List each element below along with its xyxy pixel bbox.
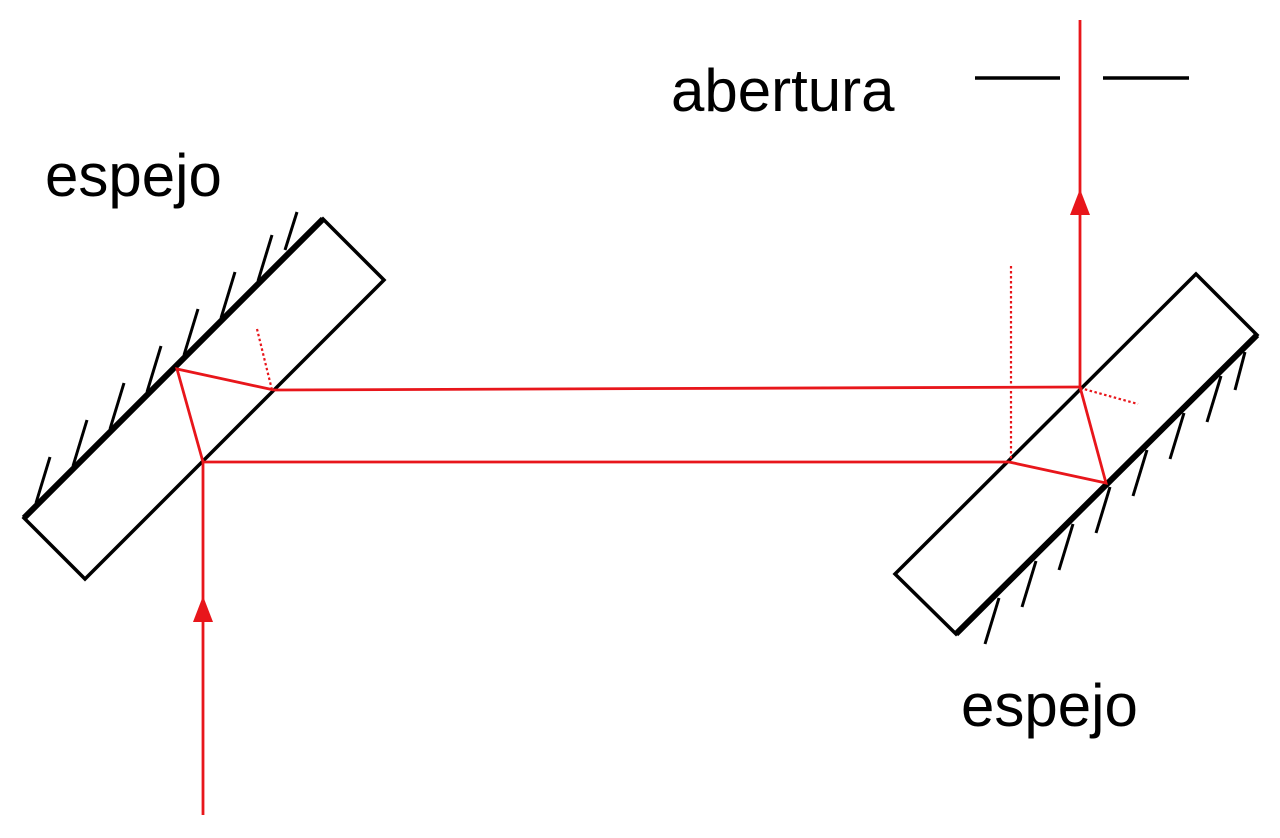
normal-right-exit	[1079, 386, 1139, 406]
normal-left-mirror	[255, 328, 274, 391]
label-mirror-bottom-right: espejo	[961, 672, 1138, 739]
normal-lines	[255, 266, 1139, 460]
label-aperture: abertura	[671, 57, 895, 124]
arrow-up-incoming	[193, 596, 213, 622]
left-mirror-hatching	[34, 211, 299, 504]
left-mirror	[21, 211, 387, 582]
right-mirror-glass	[892, 271, 1260, 637]
light-rays	[175, 20, 1108, 815]
ray-inside-left-mirror	[175, 367, 275, 463]
left-mirror-surface	[21, 216, 326, 521]
label-mirror-top-left: espejo	[45, 142, 222, 209]
ray-inside-right-mirror	[1008, 386, 1108, 485]
right-mirror	[892, 271, 1260, 645]
arrow-up-outgoing	[1070, 189, 1090, 215]
right-mirror-hatching	[983, 351, 1247, 645]
ray-upper-horizontal	[273, 385, 1081, 392]
